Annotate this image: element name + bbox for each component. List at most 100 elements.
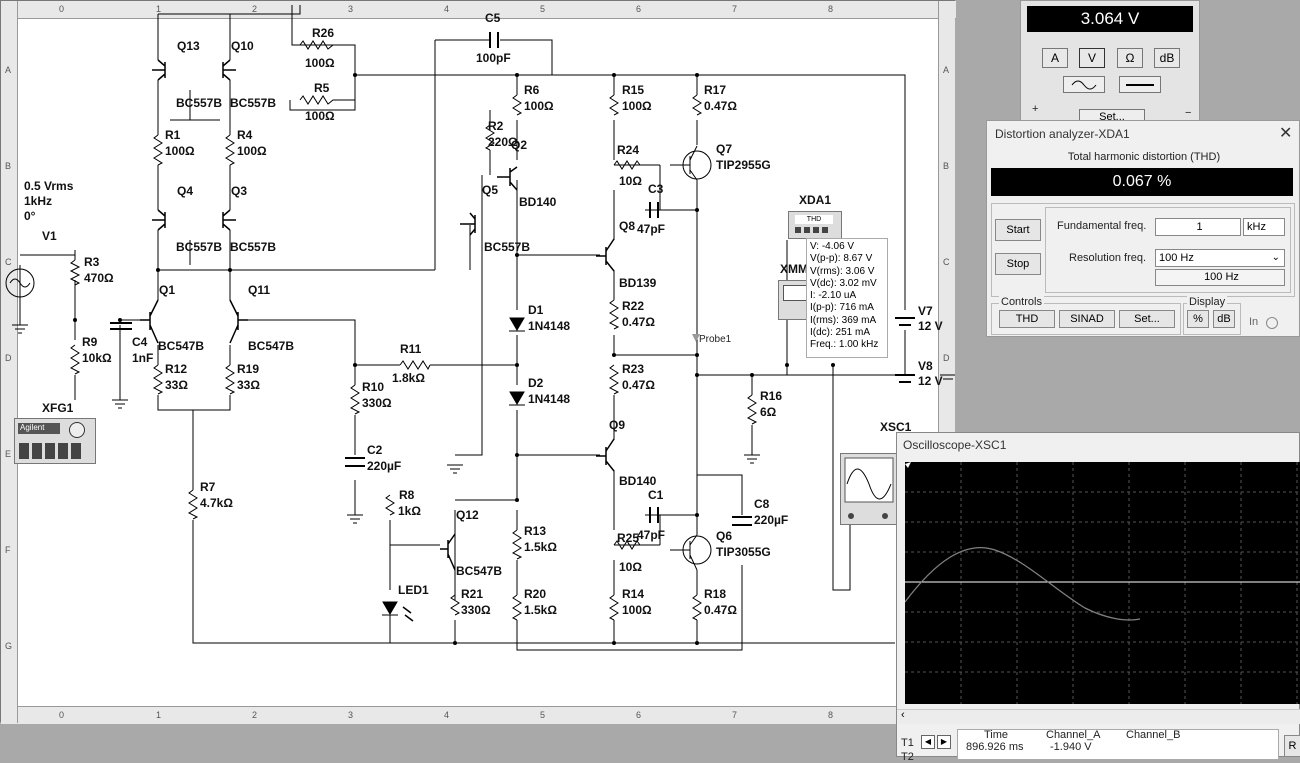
function-generator-icon[interactable]: Agilent bbox=[14, 418, 96, 464]
scope-scrollbar[interactable]: ‹ bbox=[897, 709, 1300, 724]
ruler-label: A bbox=[5, 65, 12, 75]
source-name: V1 bbox=[42, 229, 57, 243]
xda-keys bbox=[795, 227, 831, 233]
schematic-workspace[interactable]: 0 1 2 3 4 5 6 7 8 0 1 2 3 4 5 6 7 8 A B … bbox=[0, 0, 956, 724]
start-button[interactable]: Start bbox=[995, 219, 1041, 241]
controls-frame bbox=[991, 303, 1181, 335]
value-r22: 0.47Ω bbox=[622, 315, 655, 329]
label-c2: C2 bbox=[367, 443, 383, 457]
channel-b-header: Channel_B bbox=[1126, 729, 1181, 741]
freq-frame bbox=[1045, 207, 1291, 293]
mm-voltmeter-button[interactable]: V bbox=[1079, 48, 1105, 68]
label-q2: Q2 bbox=[511, 138, 528, 152]
resolution-label: Resolution freq. bbox=[1069, 252, 1147, 264]
fundamental-input[interactable]: 1 bbox=[1155, 218, 1241, 236]
value-r17: 0.47Ω bbox=[704, 99, 737, 113]
value-r11: 1.8kΩ bbox=[392, 371, 425, 385]
xda-chip: THD bbox=[795, 215, 833, 224]
cursor-readout: Time Channel_A Channel_B 896.926 ms -1.9… bbox=[957, 729, 1279, 760]
label-d2: D2 bbox=[528, 376, 544, 390]
value-r19: 33Ω bbox=[237, 378, 260, 392]
t1-left-arrow-icon[interactable]: ◀ bbox=[921, 735, 935, 749]
label-q13: Q13 bbox=[177, 39, 200, 53]
display-label: Display bbox=[1187, 296, 1228, 308]
label-q11: Q11 bbox=[248, 283, 271, 297]
label-r25: R25 bbox=[617, 531, 640, 545]
value-c8: 220µF bbox=[754, 513, 789, 527]
mm-ohmmeter-button[interactable]: Ω bbox=[1117, 48, 1143, 68]
mm-minus-terminal: − bbox=[1185, 107, 1192, 119]
resolution-select[interactable]: 100 Hz ⌄ bbox=[1155, 249, 1285, 267]
ruler-label: 0 bbox=[59, 4, 65, 14]
label-c3: C3 bbox=[648, 182, 664, 196]
t1-right-arrow-icon[interactable]: ▶ bbox=[937, 735, 951, 749]
scope-screen[interactable] bbox=[904, 462, 1300, 704]
ruler-label: D bbox=[5, 353, 12, 363]
label-r18: R18 bbox=[704, 587, 727, 601]
label-v8: V8 bbox=[918, 359, 933, 373]
label-q9: Q9 bbox=[609, 418, 626, 432]
value-r24: 10Ω bbox=[619, 174, 642, 188]
ruler-label: 8 bbox=[828, 4, 834, 14]
value-r1: 100Ω bbox=[165, 144, 195, 158]
label-q4: Q4 bbox=[177, 184, 194, 198]
probe-i: I: -2.10 uA bbox=[810, 290, 857, 302]
oscilloscope-icon[interactable] bbox=[840, 453, 898, 525]
probe-v: V: -4.06 V bbox=[810, 241, 855, 252]
distortion-analyzer-window: Distortion analyzer-XDA1 ✕ Total harmoni… bbox=[986, 120, 1300, 337]
part-q6: TIP3055G bbox=[716, 545, 771, 559]
label-r13: R13 bbox=[524, 524, 547, 538]
ruler-label: 3 bbox=[348, 710, 354, 720]
value-r21: 330Ω bbox=[461, 603, 491, 617]
input-terminal-icon[interactable] bbox=[1266, 317, 1278, 329]
value-v8: 12 V bbox=[918, 374, 943, 388]
value-c2: 220µF bbox=[367, 459, 402, 473]
close-icon[interactable]: ✕ bbox=[1279, 125, 1293, 142]
ruler-label: F bbox=[5, 545, 11, 555]
thd-caption: Total harmonic distortion (THD) bbox=[1067, 151, 1221, 163]
multimeter-display: 3.064 V bbox=[1027, 6, 1193, 32]
window-title: Distortion analyzer-XDA1 bbox=[995, 127, 1130, 141]
ruler-label: 2 bbox=[252, 4, 258, 14]
sinad-button[interactable]: SINAD bbox=[1059, 310, 1115, 328]
label-r7: R7 bbox=[200, 480, 216, 494]
multimeter-panel: 3.064 V A V Ω dB + − Set... bbox=[1020, 0, 1200, 125]
db-button[interactable]: dB bbox=[1213, 310, 1235, 328]
percent-button[interactable]: % bbox=[1187, 310, 1209, 328]
label-r15: R15 bbox=[622, 83, 645, 97]
thd-display: 0.067 % bbox=[991, 168, 1293, 196]
label-c1: C1 bbox=[648, 488, 664, 502]
multimeter-icon[interactable] bbox=[778, 280, 810, 320]
value-c5: 100pF bbox=[476, 51, 511, 65]
probe-vrms: V(rms): 3.06 V bbox=[810, 265, 875, 277]
thd-analyzer-icon[interactable]: THD bbox=[788, 211, 842, 239]
fundamental-unit[interactable]: kHz bbox=[1243, 218, 1285, 236]
ruler-label: 5 bbox=[540, 710, 546, 720]
time-value: 896.926 ms bbox=[966, 741, 1024, 753]
ruler-label: C bbox=[943, 257, 950, 267]
label-r19: R19 bbox=[237, 362, 260, 376]
value-r18: 0.47Ω bbox=[704, 603, 737, 617]
mm-db-button[interactable]: dB bbox=[1154, 48, 1180, 68]
thd-button[interactable]: THD bbox=[999, 310, 1055, 328]
probe-tag: Probe1 bbox=[699, 334, 732, 345]
mm-ammeter-button[interactable]: A bbox=[1042, 48, 1068, 68]
probe-ipp: I(p-p): 716 mA bbox=[810, 302, 874, 314]
chevron-down-icon: ⌄ bbox=[1271, 252, 1280, 263]
mm-dc-button[interactable] bbox=[1119, 76, 1161, 93]
scroll-left-icon[interactable]: ‹ bbox=[901, 709, 905, 721]
ruler-bottom: 0 1 2 3 4 5 6 7 8 bbox=[1, 706, 956, 724]
label-r24: R24 bbox=[617, 143, 640, 157]
ruler-label: 7 bbox=[732, 4, 738, 14]
set-button[interactable]: Set... bbox=[1119, 310, 1175, 328]
stop-button[interactable]: Stop bbox=[995, 253, 1041, 275]
reverse-button[interactable]: R bbox=[1284, 735, 1300, 757]
ruler-label: D bbox=[943, 353, 950, 363]
ruler-label: 5 bbox=[540, 4, 546, 14]
value-r8: 1kΩ bbox=[398, 504, 421, 518]
ruler-label: C bbox=[5, 257, 12, 267]
mm-ac-button[interactable] bbox=[1063, 76, 1105, 93]
ruler-label: 6 bbox=[636, 710, 642, 720]
value-r16: 6Ω bbox=[760, 405, 777, 419]
value-r10: 330Ω bbox=[362, 396, 392, 410]
